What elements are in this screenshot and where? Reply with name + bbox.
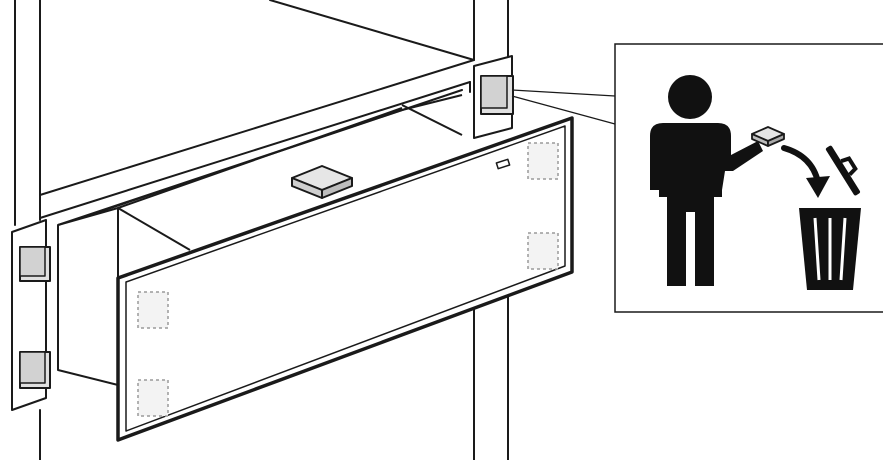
drawer-indicator-slot xyxy=(495,158,511,170)
callout-leader-top xyxy=(511,89,616,97)
held-pad-front xyxy=(767,133,785,147)
trash-slits xyxy=(813,217,847,281)
niche-top-front-2 xyxy=(39,81,471,219)
drawer-front xyxy=(116,116,574,442)
drawer-interior-edges xyxy=(57,94,463,226)
pad-position-bottom-right xyxy=(527,232,559,270)
pad-front-face xyxy=(321,177,353,199)
pad-icon xyxy=(291,165,353,199)
left-bracket-pad-bottom-face xyxy=(19,351,46,384)
pad-position-top-left xyxy=(137,291,169,329)
drawer-left-side xyxy=(57,207,119,386)
pad-position-top-right xyxy=(527,142,559,180)
held-pad-icon xyxy=(751,126,785,147)
right-bracket xyxy=(473,55,514,139)
person-head xyxy=(668,75,712,119)
trash-bin-icon xyxy=(799,145,861,290)
drawer-front-panel xyxy=(116,116,574,442)
drawer-interior-divider-left xyxy=(117,207,191,251)
trash-lid xyxy=(825,145,861,196)
disposal-callout xyxy=(511,43,883,313)
niche-top-back xyxy=(269,0,475,61)
curved-arrow-icon xyxy=(781,145,830,198)
person-body xyxy=(650,123,763,286)
pad-positions xyxy=(137,142,559,417)
callout-leader-bottom xyxy=(511,95,616,125)
drawer-front-inner-edge xyxy=(125,125,566,432)
drawer-box xyxy=(57,94,463,386)
drawer-interior-back-edge xyxy=(117,107,403,209)
left-bracket-pad-top-face xyxy=(19,246,46,277)
left-bracket xyxy=(11,219,51,411)
arrow-head xyxy=(806,176,830,198)
pad-position-bottom-left xyxy=(137,379,169,417)
drawer-interior-divider-right xyxy=(401,104,463,136)
right-bracket-pad-face xyxy=(480,75,508,109)
person-icon xyxy=(650,75,763,286)
niche-top-front xyxy=(39,59,475,196)
